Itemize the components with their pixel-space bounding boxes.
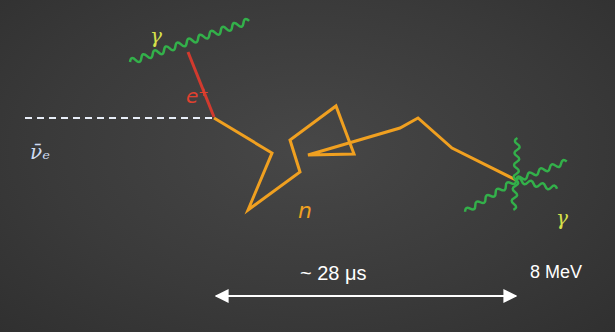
neutron-symbol: n [298,200,312,222]
photon-wave [129,18,250,65]
energy-label: 8 MeV [530,263,582,281]
positron-track [188,52,214,117]
capture-photons [464,138,568,214]
time-arrow [216,295,516,297]
antineutrino-symbol: ν̄ₑ [30,142,50,162]
antineutrino-line [25,117,213,119]
time-label: ~ 28 μs [300,263,367,283]
neutron-track [214,106,516,210]
photon-symbol: γ [556,208,568,228]
positron-symbol: e⁺ [186,86,209,106]
photon-symbol: γ [150,26,162,46]
